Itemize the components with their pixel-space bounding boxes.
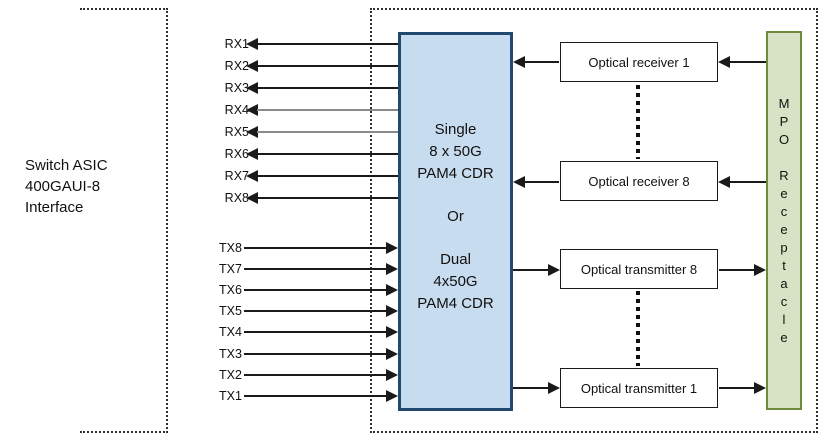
port-label-rx1: RX1 xyxy=(224,37,249,51)
mpo-to-receiver1-arrow xyxy=(718,56,766,68)
optical-transmitter-8-box: Optical transmitter 8 xyxy=(560,249,718,289)
mpo-receptacle-label: M P O R e c e p t a c l e xyxy=(778,95,790,345)
port-label-rx2: RX2 xyxy=(224,59,249,73)
rx4-arrow xyxy=(246,104,398,116)
port-label-tx6: TX6 xyxy=(219,283,242,297)
cdr-dual-mode-label: Dual 4x50G PAM4 CDR xyxy=(417,250,494,312)
receiver-ellipsis-connector xyxy=(636,85,640,159)
mpo-receptacle-box: M P O R e c e p t a c l e xyxy=(766,31,802,410)
rx-row-8: RX8 xyxy=(210,190,398,206)
port-label-rx8: RX8 xyxy=(224,191,249,205)
port-label-rx4: RX4 xyxy=(224,103,249,117)
tx-row-1: TX1 xyxy=(210,388,398,404)
receiver8-to-cdr-arrow xyxy=(513,176,559,188)
port-label-rx3: RX3 xyxy=(224,81,249,95)
rx-row-6: RX6 xyxy=(210,146,398,162)
port-label-tx5: TX5 xyxy=(219,304,242,318)
cdr-or-label: Or xyxy=(447,207,464,225)
tx-row-6: TX6 xyxy=(210,282,398,298)
port-label-tx3: TX3 xyxy=(219,347,242,361)
tx-row-3: TX3 xyxy=(210,346,398,362)
rx1-arrow xyxy=(246,38,398,50)
tx-row-4: TX4 xyxy=(210,324,398,340)
port-label-rx7: RX7 xyxy=(224,169,249,183)
rx-row-2: RX2 xyxy=(210,58,398,74)
optical-receiver-1-label: Optical receiver 1 xyxy=(588,54,690,70)
transmitter1-to-mpo-arrow xyxy=(719,382,766,394)
tx5-arrow xyxy=(244,305,398,317)
port-label-tx2: TX2 xyxy=(219,368,242,382)
optical-receiver-8-label: Optical receiver 8 xyxy=(588,173,690,189)
tx-row-5: TX5 xyxy=(210,303,398,319)
mpo-to-receiver8-arrow xyxy=(718,176,766,188)
port-label-tx4: TX4 xyxy=(219,325,242,339)
tx-row-7: TX7 xyxy=(210,261,398,277)
optical-receiver-1-box: Optical receiver 1 xyxy=(560,42,718,82)
port-label-tx8: TX8 xyxy=(219,241,242,255)
rx2-arrow xyxy=(246,60,398,72)
tx1-arrow xyxy=(244,390,398,402)
port-label-tx1: TX1 xyxy=(219,389,242,403)
rx-row-3: RX3 xyxy=(210,80,398,96)
optical-transmitter-8-label: Optical transmitter 8 xyxy=(580,261,698,277)
rx-row-5: RX5 xyxy=(210,124,398,140)
rx-row-1: RX1 xyxy=(210,36,398,52)
rx5-arrow xyxy=(246,126,398,138)
optical-receiver-8-box: Optical receiver 8 xyxy=(560,161,718,201)
tx-row-8: TX8 xyxy=(210,240,398,256)
tx6-arrow xyxy=(244,284,398,296)
rx7-arrow xyxy=(246,170,398,182)
port-label-rx6: RX6 xyxy=(224,147,249,161)
optical-transmitter-1-box: Optical transmitter 1 xyxy=(560,368,718,408)
rx6-arrow xyxy=(246,148,398,160)
tx3-arrow xyxy=(244,348,398,360)
tx7-arrow xyxy=(244,263,398,275)
cdr-block: Single 8 x 50G PAM4 CDR Or Dual 4x50G PA… xyxy=(398,32,513,411)
cdr-to-transmitter8-arrow xyxy=(513,264,560,276)
receiver1-to-cdr-arrow xyxy=(513,56,559,68)
tx8-arrow xyxy=(244,242,398,254)
cdr-single-mode-label: Single 8 x 50G PAM4 CDR xyxy=(417,120,494,182)
tx-row-2: TX2 xyxy=(210,367,398,383)
port-label-tx7: TX7 xyxy=(219,262,242,276)
rx-row-7: RX7 xyxy=(210,168,398,184)
cdr-to-transmitter1-arrow xyxy=(513,382,560,394)
rx3-arrow xyxy=(246,82,398,94)
switch-asic-region-border xyxy=(80,8,168,433)
rx8-arrow xyxy=(246,192,398,204)
transmitter8-to-mpo-arrow xyxy=(719,264,766,276)
switch-asic-label: Switch ASIC 400GAUI-8 Interface xyxy=(25,157,108,216)
tx2-arrow xyxy=(244,369,398,381)
transmitter-ellipsis-connector xyxy=(636,291,640,366)
rx-row-4: RX4 xyxy=(210,102,398,118)
tx4-arrow xyxy=(244,326,398,338)
optical-transmitter-1-label: Optical transmitter 1 xyxy=(580,380,698,396)
port-label-rx5: RX5 xyxy=(224,125,249,139)
optical-module-region-border xyxy=(370,8,818,433)
